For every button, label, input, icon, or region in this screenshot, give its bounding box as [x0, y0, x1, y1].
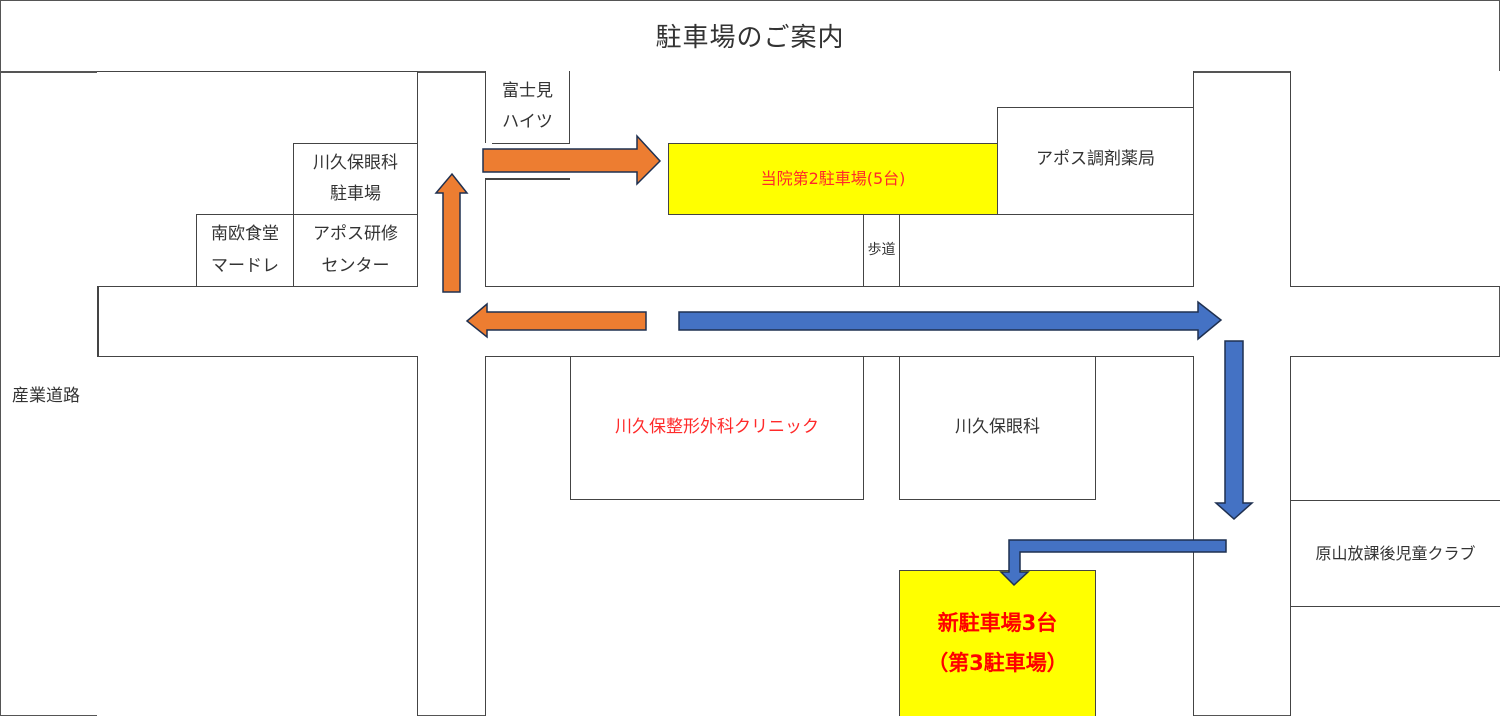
building-kawakubo-eye-parking: 川久保眼科駐車場: [293, 143, 418, 215]
blue-arrow-to-lot3: [999, 539, 1227, 587]
label-line: 駐車場: [330, 184, 381, 204]
road-label-sangyo: 産業道路: [12, 386, 80, 406]
apos-pharmacy-label: アポス調剤薬局: [1036, 149, 1155, 169]
label-line: 川久保眼科: [313, 152, 398, 173]
afterschool-club-label: 原山放課後児童クラブ: [1315, 543, 1476, 563]
block-bottom-right-bottom: [1290, 606, 1500, 716]
block-top-right: [1290, 71, 1500, 287]
label-line: アポス研修: [313, 224, 398, 245]
orange-arrow-up: [434, 172, 469, 293]
building-apos-training-center: アポス研修センター: [293, 214, 418, 287]
entrance-line: [485, 178, 570, 180]
parking-lot-2-label: 当院第2駐車場(5台): [760, 169, 906, 189]
orange-arrow-left: [465, 302, 647, 339]
ortho-clinic-label: 川久保整形外科クリニック: [615, 417, 819, 438]
label-line: 富士見: [502, 80, 553, 101]
label-line: 南欧食堂: [211, 224, 279, 245]
label-line: センター: [321, 255, 390, 276]
building-eye-clinic: 川久保眼科: [899, 356, 1096, 500]
sidewalk-label: 歩道: [867, 241, 896, 258]
label-line: マードレ: [211, 255, 279, 276]
block-bottom-left: [97, 356, 418, 716]
blue-arrow-right: [678, 300, 1223, 341]
orange-arrow-right: [482, 134, 662, 186]
parking-lot-3-label: 新駐車場3台: [937, 610, 1058, 635]
parking-lot-3-sublabel: （第3駐車場）: [927, 650, 1068, 675]
building-apos-pharmacy: アポス調剤薬局: [997, 107, 1194, 215]
building-fujimi-heights: 富士見ハイツ: [485, 71, 570, 144]
label-line: ハイツ: [502, 112, 553, 132]
blue-arrow-down: [1214, 340, 1254, 521]
block-pharmacy-lot: [899, 214, 1194, 287]
parking-lot-2: 当院第2駐車場(5台): [668, 143, 998, 215]
building-ortho-clinic: 川久保整形外科クリニック: [570, 356, 864, 500]
parking-lot-3: 新駐車場3台 （第3駐車場）: [899, 570, 1096, 716]
block-bottom-right-top: [1290, 356, 1500, 501]
building-afterschool-club: 原山放課後児童クラブ: [1290, 500, 1500, 607]
eye-clinic-label: 川久保眼科: [955, 417, 1040, 438]
